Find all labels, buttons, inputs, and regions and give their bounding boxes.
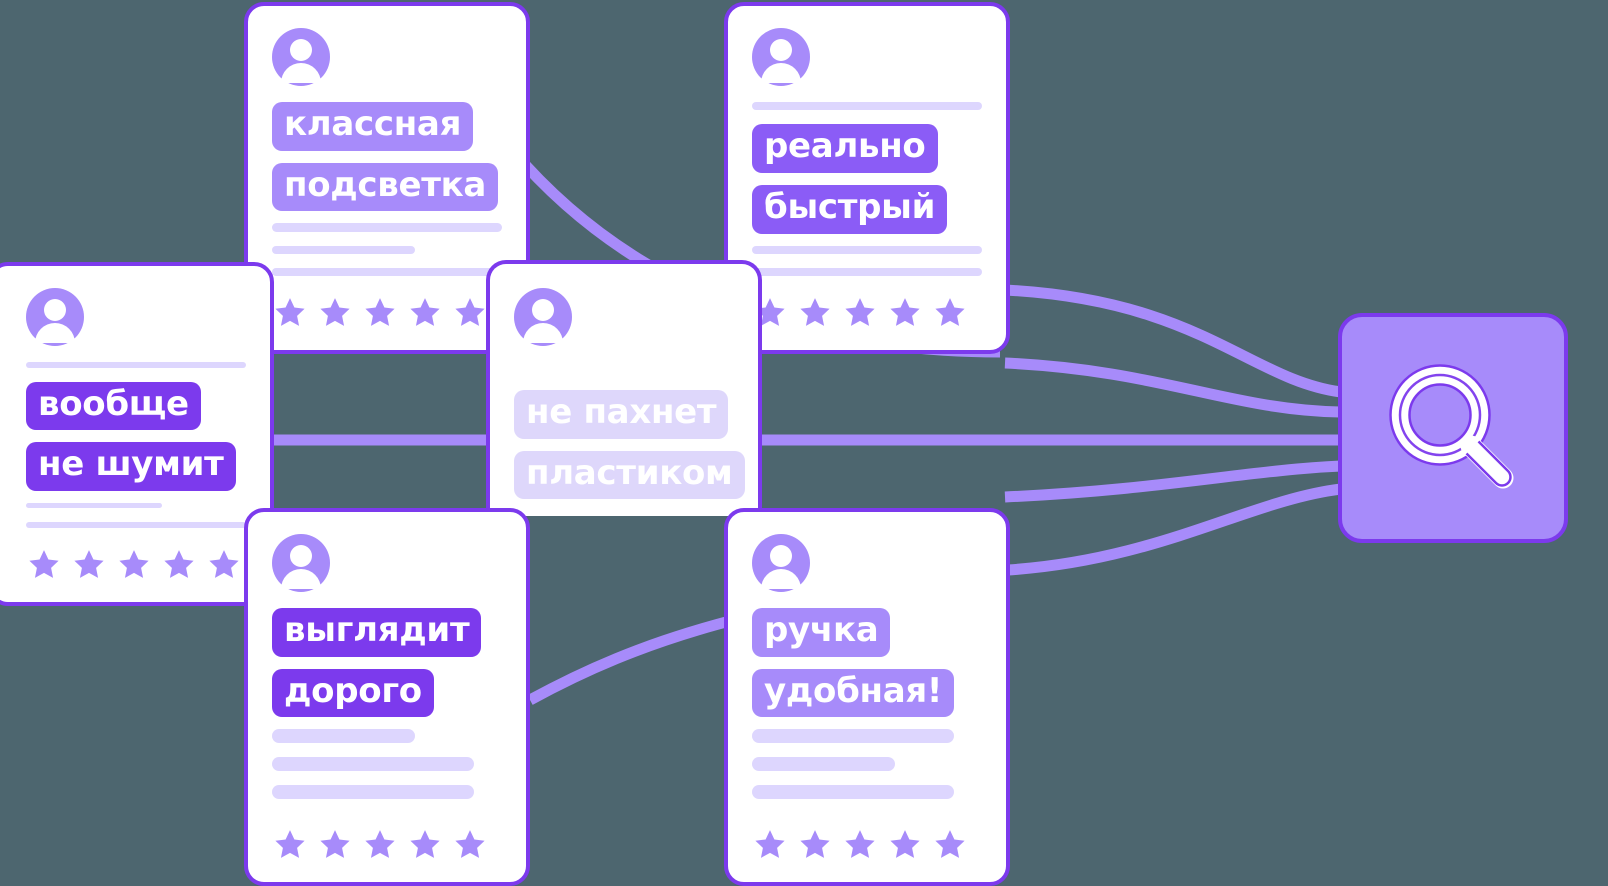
star-rating xyxy=(752,290,982,330)
star-icon xyxy=(845,298,875,326)
placeholder-line xyxy=(26,502,163,509)
star-icon xyxy=(74,550,104,578)
star-icon xyxy=(275,830,305,858)
review-card[interactable]: не пахнет пластиком xyxy=(486,260,762,516)
highlight-chip: быстрый xyxy=(752,184,948,234)
placeholder-line xyxy=(26,522,246,529)
highlight-chip: пластиком xyxy=(514,450,745,500)
star-icon xyxy=(455,830,485,858)
star-icon xyxy=(119,550,149,578)
star-icon xyxy=(365,830,395,858)
star-icon xyxy=(845,830,875,858)
placeholder-line xyxy=(272,757,475,772)
highlight-chip: вообще xyxy=(26,381,201,431)
placeholder-line xyxy=(272,729,415,744)
placeholder-line xyxy=(272,223,502,232)
star-icon xyxy=(455,298,485,326)
star-icon xyxy=(890,830,920,858)
star-icon xyxy=(755,298,785,326)
magnifier-search-icon xyxy=(1389,364,1514,489)
star-icon xyxy=(320,830,350,858)
review-card[interactable]: вообще не шумит xyxy=(0,262,274,606)
placeholder-line xyxy=(272,267,502,276)
star-icon xyxy=(935,830,965,858)
highlight-chip: не шумит xyxy=(26,442,236,491)
star-icon xyxy=(410,298,440,326)
placeholder-line xyxy=(752,757,895,772)
user-avatar-icon xyxy=(752,534,810,592)
star-icon xyxy=(935,298,965,326)
placeholder-line xyxy=(752,729,955,744)
connector-line-3 xyxy=(1004,284,1342,398)
connector-line-6 xyxy=(1007,483,1342,576)
highlight-chip: классная xyxy=(272,102,474,151)
highlight-chip: дорого xyxy=(272,668,434,718)
connector-line-2 xyxy=(1004,357,1341,418)
review-card[interactable]: реально быстрый xyxy=(724,2,1010,354)
star-rating xyxy=(26,542,246,582)
placeholder-line xyxy=(752,267,982,276)
review-card[interactable]: ручка удобная! xyxy=(724,508,1010,886)
star-icon xyxy=(29,550,59,578)
highlight-chip: выглядит xyxy=(272,608,482,657)
highlight-chip: удобная! xyxy=(752,668,955,718)
placeholder-line xyxy=(752,245,982,254)
star-rating xyxy=(272,290,502,330)
highlight-chip: подсветка xyxy=(272,162,499,212)
star-rating xyxy=(752,822,982,862)
review-card[interactable]: классная подсветка xyxy=(244,2,530,354)
review-card[interactable]: выглядит дорого xyxy=(244,508,530,886)
star-icon xyxy=(800,830,830,858)
placeholder-line xyxy=(26,362,246,368)
user-avatar-icon xyxy=(272,534,330,592)
highlight-chip: реально xyxy=(752,124,938,173)
star-icon xyxy=(275,298,305,326)
placeholder-line xyxy=(272,785,475,800)
star-icon xyxy=(410,830,440,858)
user-avatar-icon xyxy=(272,28,330,86)
star-rating xyxy=(272,822,502,862)
star-icon xyxy=(209,550,239,578)
highlight-chip: ручка xyxy=(752,608,891,657)
star-icon xyxy=(800,298,830,326)
user-avatar-icon xyxy=(26,288,84,346)
user-avatar-icon xyxy=(514,288,572,346)
star-icon xyxy=(890,298,920,326)
star-icon xyxy=(164,550,194,578)
placeholder-line xyxy=(752,102,982,111)
highlight-chip: не пахнет xyxy=(514,390,729,439)
user-avatar-icon xyxy=(752,28,810,86)
star-icon xyxy=(365,298,395,326)
star-icon xyxy=(320,298,350,326)
connector-line-5 xyxy=(1004,460,1342,503)
star-icon xyxy=(755,830,785,858)
search-node[interactable] xyxy=(1338,313,1568,543)
placeholder-line xyxy=(752,785,955,800)
placeholder-line xyxy=(272,245,415,254)
